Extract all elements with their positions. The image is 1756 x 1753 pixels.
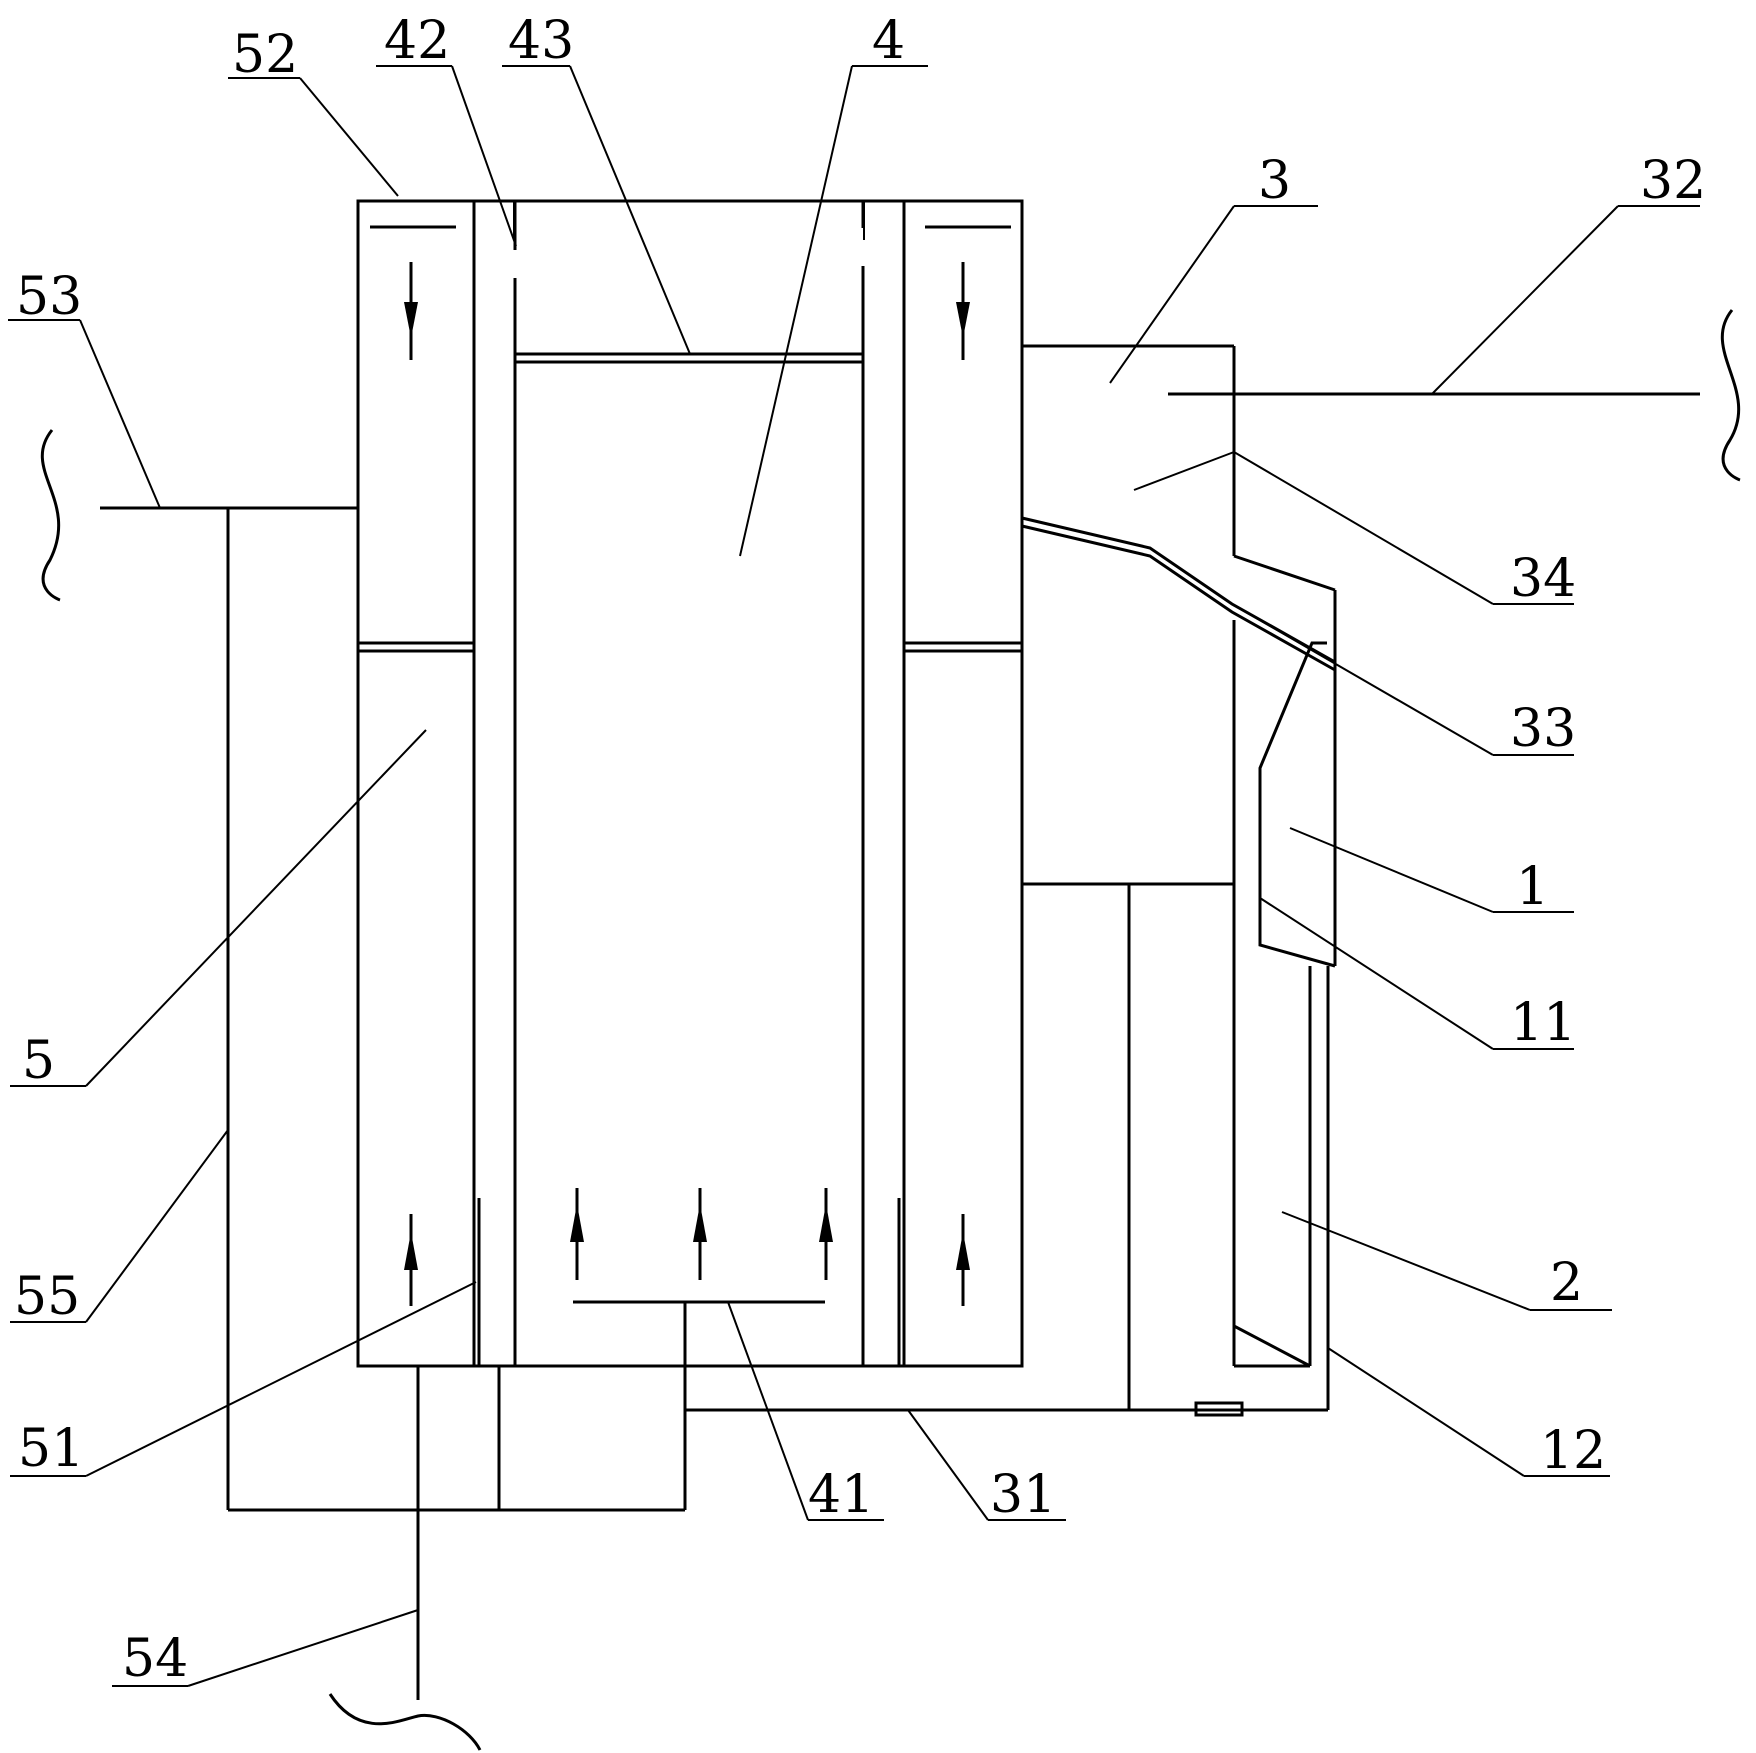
label-3: 3: [1258, 151, 1291, 211]
arrow-up-center-3: [819, 1188, 833, 1280]
outer-vessel: [356, 199, 1024, 1368]
label-4: 4: [872, 11, 905, 71]
bottom-connecting-pipe: [685, 1401, 1328, 1417]
bottom-baffles: [472, 1198, 906, 1366]
label-41: 41: [808, 1465, 874, 1525]
label-53: 53: [16, 267, 82, 327]
label-34: 34: [1510, 549, 1576, 609]
inner-channel-walls: [472, 200, 906, 1366]
right-lower-column: [1020, 590, 1337, 1410]
label-55: 55: [14, 1267, 80, 1327]
central-top-plate: [515, 352, 863, 364]
label-51: 51: [18, 1419, 84, 1479]
leader-lines: [8, 65, 1700, 1687]
right-upper-box: [1022, 344, 1700, 886]
label-1: 1: [1516, 857, 1549, 917]
label-54: 54: [122, 1629, 188, 1689]
inclined-plate: [1021, 516, 1336, 672]
label-11: 11: [1510, 993, 1576, 1053]
label-42: 42: [384, 11, 450, 71]
label-33: 33: [1510, 699, 1576, 759]
label-43: 43: [508, 11, 574, 71]
reference-numerals: 52 42 43 4 53 3 32 34 33 1 11 5 55 2 51 …: [14, 11, 1706, 1689]
left-side-pipe: [100, 506, 687, 1512]
label-32: 32: [1640, 151, 1706, 211]
arrow-down-right: [956, 262, 970, 360]
component-1-insert: [1258, 641, 1336, 968]
label-52: 52: [232, 25, 298, 85]
arrow-up-center-1: [570, 1188, 584, 1280]
label-5: 5: [22, 1031, 55, 1091]
arrow-up-left: [404, 1214, 418, 1306]
label-31: 31: [990, 1465, 1056, 1525]
label-2: 2: [1550, 1253, 1583, 1313]
gas-distributor: [573, 1300, 825, 1408]
arrow-up-right: [956, 1214, 970, 1306]
label-12: 12: [1540, 1421, 1606, 1481]
break-marks: [40, 309, 1741, 1751]
arrow-down-left: [404, 262, 418, 360]
arrow-up-center-2: [693, 1188, 707, 1280]
flow-arrows: [404, 262, 970, 1306]
